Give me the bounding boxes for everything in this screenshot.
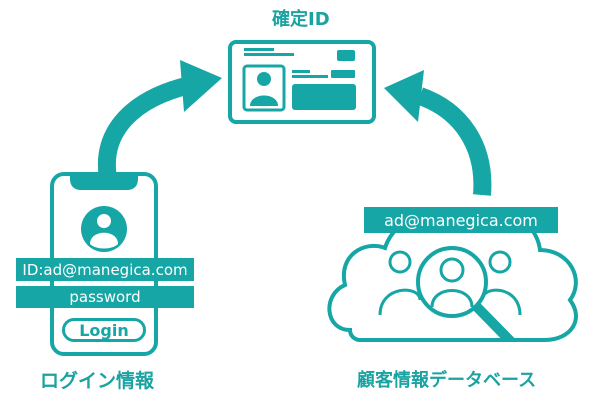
arrow-database-to-id	[384, 70, 492, 196]
customer-search-icon	[378, 246, 526, 340]
database-email-label: ad@manegica.com	[364, 207, 558, 233]
arrow-login-to-id	[97, 60, 222, 180]
login-info-caption: ログイン情報	[40, 370, 155, 392]
login-button[interactable]: Login	[62, 318, 146, 342]
id-card-title: 確定ID	[272, 9, 330, 30]
customer-database-caption: 顧客情報データベース	[357, 370, 537, 391]
login-password-field[interactable]: password	[16, 286, 194, 308]
id-card-icon	[228, 40, 376, 124]
login-id-field[interactable]: ID:ad@manegica.com	[16, 258, 194, 281]
